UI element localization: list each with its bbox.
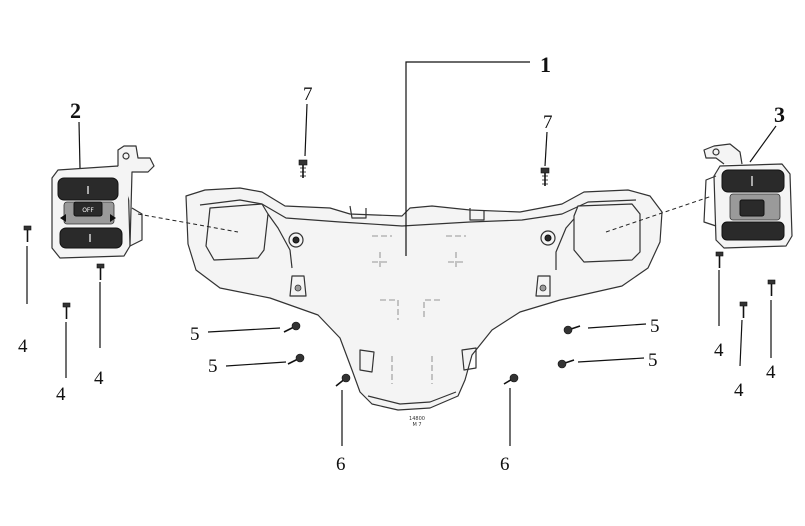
callout-6-left: 6 (336, 454, 346, 475)
part-marking-line2: M 7 (412, 422, 421, 428)
screw-4-b (96, 263, 105, 280)
callout-4-d: 4 (714, 340, 724, 361)
screw-4-c (62, 302, 71, 319)
callout-1: 1 (540, 52, 551, 77)
screw-5-c (563, 325, 581, 335)
callout-5-d: 5 (648, 350, 658, 371)
screw-5-b (287, 353, 305, 365)
screw-7-left (298, 159, 308, 178)
callout-7-left: 7 (303, 84, 313, 105)
right-handlebar-switch (703, 143, 793, 249)
screw-6-right (503, 373, 519, 385)
callout-3: 3 (774, 102, 785, 127)
callout-5-c: 5 (650, 316, 660, 337)
assembly-line-left (137, 213, 239, 233)
callout-4-f: 4 (766, 362, 776, 383)
screw-4-d (715, 251, 724, 268)
callout-6-right: 6 (500, 454, 510, 475)
callout-4-e: 4 (734, 380, 744, 401)
assembly-line-right (605, 195, 713, 233)
callout-4-b: 4 (94, 368, 104, 389)
callout-4-c: 4 (56, 384, 66, 405)
callout-7-right: 7 (543, 112, 553, 133)
leader-lines (26, 61, 777, 446)
screw-4-f (767, 279, 776, 296)
part-marking-line1: 14800 (409, 416, 425, 422)
callout-5-b: 5 (208, 356, 218, 377)
screw-4-a (23, 225, 32, 242)
callout-2: 2 (70, 98, 81, 123)
screw-7-right (540, 167, 550, 186)
off-switch-label: OFF (82, 207, 94, 214)
screw-4-e (739, 301, 748, 318)
handlebar-cover: 14800 M 7 (185, 187, 663, 428)
callout-5-a: 5 (190, 324, 200, 345)
left-handlebar-switch: OFF (51, 145, 155, 259)
screw-5-d (557, 359, 575, 369)
screw-6-left (335, 373, 351, 387)
callout-4-a: 4 (18, 336, 28, 357)
screw-5-a (283, 321, 301, 333)
